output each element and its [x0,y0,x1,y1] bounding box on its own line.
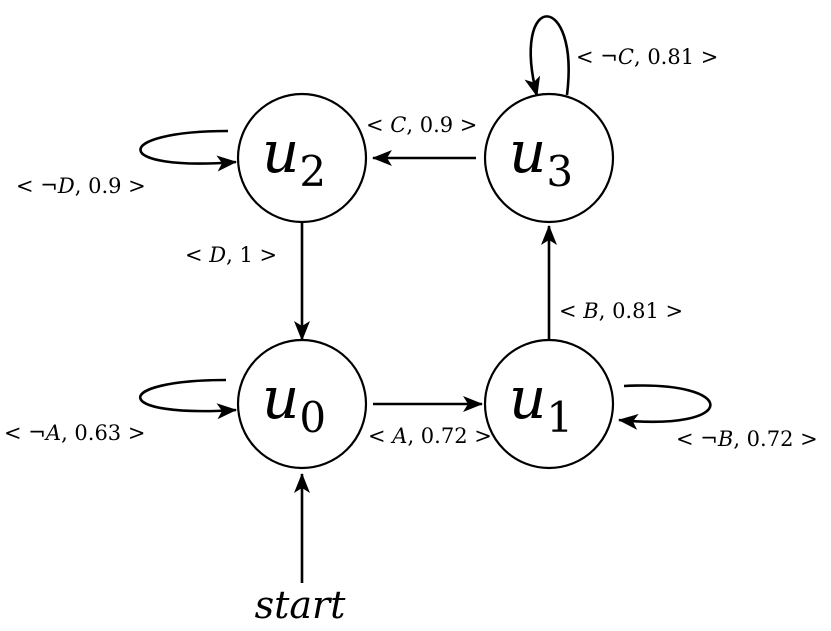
node-label-base: u [262,364,299,432]
node-u0: u0 [236,338,368,470]
edge-u0-self-loop [139,378,237,420]
svg-text:u0: u0 [262,364,326,442]
node-label-base: u [509,118,546,186]
edge-label-u0-self: < ¬A, 0.63 > [4,421,145,445]
svg-text:u2: u2 [262,118,326,196]
node-label-base: u [262,118,299,186]
edge-u1-self-loop [618,384,712,430]
edge-label-u1-u3: < B, 0.81 > [559,299,683,323]
edge-label-u3-u2: < C, 0.9 > [366,113,477,137]
start-label: start [255,583,347,627]
node-label-base: u [509,364,546,432]
edge-label-u0-u1: < A, 0.72 > [368,424,492,448]
node-label-subscript: 1 [546,393,573,442]
node-u3: u3 [483,92,615,224]
node-u1: u1 [483,338,615,470]
edge-label-u3-self: < ¬C, 0.81 > [576,45,718,69]
svg-text:u3: u3 [509,118,573,196]
edge-label-u1-self: < ¬B, 0.72 > [676,427,818,451]
svg-text:u1: u1 [509,364,573,442]
node-label-subscript: 0 [299,393,326,442]
edge-label-u2-self: < ¬D, 0.9 > [16,174,146,198]
node-label-subscript: 2 [299,147,326,196]
edge-label-u2-u0: < D, 1 > [185,243,277,267]
edge-u3-self-loop [524,15,570,97]
node-label-subscript: 3 [546,147,573,196]
node-u2: u2 [236,92,368,224]
edge-u2-self-loop [139,129,237,172]
